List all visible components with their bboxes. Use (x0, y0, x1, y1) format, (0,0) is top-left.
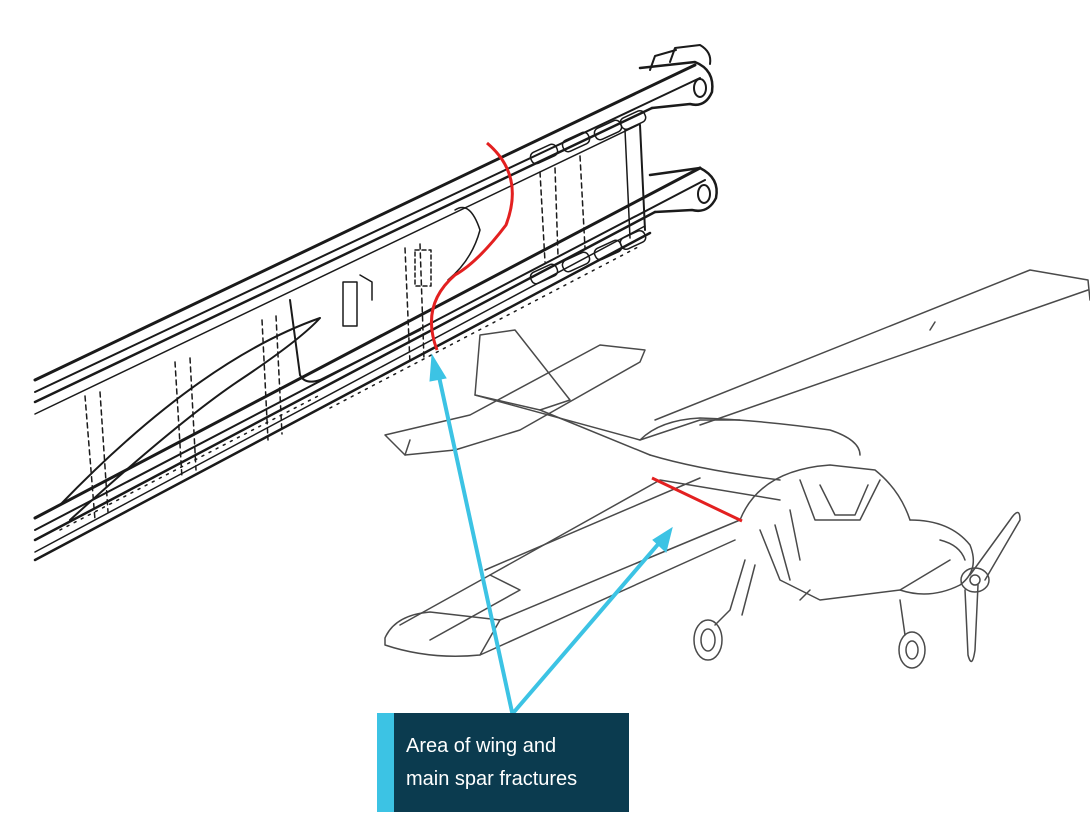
spar-fracture-line (429, 141, 514, 351)
fracture-callout-box: Area of wing and main spar fractures (377, 713, 629, 812)
callout-line-1: Area of wing and (406, 735, 557, 757)
arrow-head-spar (429, 353, 447, 382)
callout-text: Area of wing and main spar fractures (406, 730, 577, 796)
callout-accent-bar (377, 713, 394, 812)
wing-fracture-line (651, 476, 743, 523)
arrow-head-wing (652, 526, 673, 553)
callout-arrows (429, 353, 673, 714)
aircraft-illustration (384, 269, 1090, 669)
callout-line-2: main spar fractures (406, 768, 578, 790)
arrow-to-wing (512, 540, 662, 714)
main-spar-illustration (33, 44, 718, 562)
arrow-to-spar (436, 370, 514, 714)
